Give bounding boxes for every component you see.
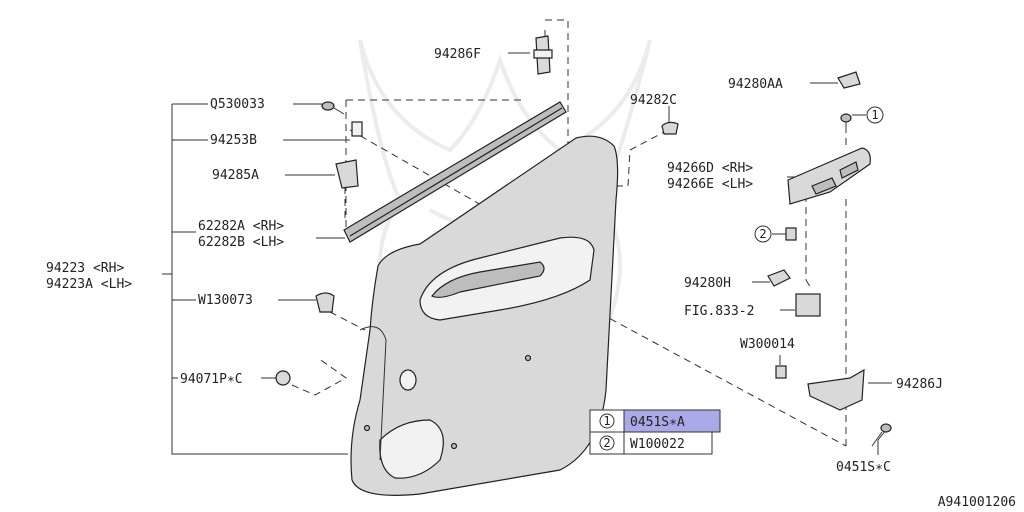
callout-circle-2: 2 bbox=[754, 225, 772, 243]
label-0451SC: 0451S∗C bbox=[836, 460, 891, 475]
legend-table: 1 2 0451S∗A W100022 bbox=[589, 409, 721, 455]
label-62282B: 62282B <LH> bbox=[198, 235, 284, 250]
label-W300014: W300014 bbox=[740, 337, 795, 352]
part-labels: 94286F 94280AA Q530033 94282C 94253B 942… bbox=[46, 47, 943, 475]
weatherstrip-62282 bbox=[343, 101, 567, 243]
label-94286J: 94286J bbox=[896, 377, 943, 392]
door-trim-panel bbox=[350, 135, 619, 496]
label-94071PC: 94071P∗C bbox=[180, 372, 243, 387]
label-94223: 94223 <RH> bbox=[46, 261, 124, 276]
legend-num-1: 1 bbox=[603, 414, 610, 428]
label-94266D: 94266D <RH> bbox=[667, 161, 753, 176]
label-94266E: 94266E <LH> bbox=[667, 177, 753, 192]
legend-part-2: W100022 bbox=[630, 437, 685, 452]
label-94253B: 94253B bbox=[210, 133, 257, 148]
label-FIG833-2: FIG.833-2 bbox=[684, 304, 754, 319]
label-94280AA: 94280AA bbox=[728, 77, 783, 92]
label-Q530033: Q530033 bbox=[210, 97, 265, 112]
label-94282C: 94282C bbox=[630, 93, 677, 108]
label-62282A: 62282A <RH> bbox=[198, 219, 284, 234]
label-94280H: 94280H bbox=[684, 276, 731, 291]
label-94223A: 94223A <LH> bbox=[46, 277, 132, 292]
callout-circle-1: 1 bbox=[866, 106, 884, 124]
bracket-lines bbox=[162, 103, 348, 455]
label-94285A: 94285A bbox=[212, 168, 259, 183]
figure-id: A941001206 bbox=[938, 495, 1016, 510]
label-W130073: W130073 bbox=[198, 293, 253, 308]
callout-1-text: 1 bbox=[871, 108, 878, 122]
legend-num-2: 2 bbox=[603, 436, 610, 450]
callout-2-text: 2 bbox=[759, 227, 766, 241]
label-94286F: 94286F bbox=[434, 47, 481, 62]
legend-part-1: 0451S∗A bbox=[630, 415, 685, 430]
small-parts bbox=[275, 35, 892, 447]
